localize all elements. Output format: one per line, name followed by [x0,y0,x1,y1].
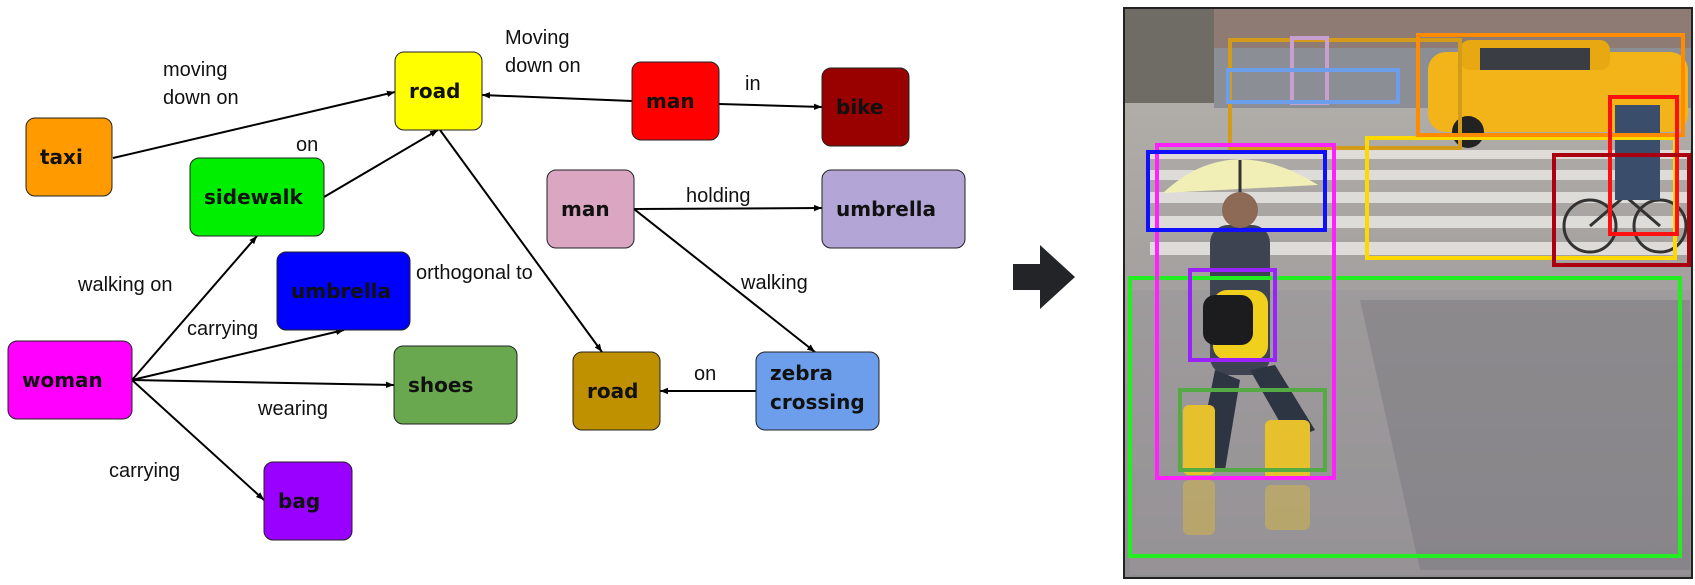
edge-label: down on [163,87,239,109]
edge-arrow-sidewalk-road_top [323,129,439,198]
edge-label: walking [740,272,808,294]
edge-label: carrying [187,318,258,340]
node-label-road_top: road [409,79,460,103]
edge-arrow-road_top-road_bottom [439,129,603,353]
bbox-sidewalk [1128,276,1682,558]
edge-label: on [694,363,716,385]
edge-arrow-man_red-bike [718,103,823,110]
edge-label: moving [163,59,227,81]
node-label-sidewalk: sidewalk [204,185,303,209]
edge-label: walking on [77,274,173,296]
bbox-taxi [1416,33,1685,137]
node-umbrella_blue [276,251,411,331]
edge-label: wearing [257,398,328,420]
edge-arrow-woman-sidewalk [131,235,258,381]
node-label-man_red: man [646,89,695,113]
bbox-woman [1155,143,1336,480]
node-sidewalk [189,157,325,237]
bbox-zebra [1226,68,1400,104]
node-umbrella_purple [821,169,966,249]
node-woman [7,340,133,420]
street-photo [1124,8,1692,578]
node-man_red [631,61,720,141]
edge-label: Moving [505,27,569,49]
edge-label: carrying [109,460,180,482]
node-bag [263,461,353,541]
edge-layer: moving down on on Moving down on in orthogonal… [77,27,823,501]
node-label-man_pink: man [561,197,610,221]
node-zebra [755,351,880,431]
node-taxi [25,117,113,197]
node-bike [821,67,910,147]
bbox-bike [1552,153,1691,267]
node-label-bike: bike [836,95,884,119]
bbox-umbrella_blue [1146,150,1327,232]
bbox-layer [1128,33,1691,558]
node-label-bag: bag [278,489,320,513]
edge-arrow-man_red-road_top [481,92,633,102]
edge-label: down on [505,55,581,77]
node-road_bottom [572,351,661,431]
node-road_top [394,51,483,131]
node-label-woman: woman [22,368,103,392]
node-man_pink [546,169,635,249]
edge-arrow-woman-shoes [131,379,395,389]
node-label-zebra: zebra [770,361,833,385]
edge-label: orthogonal to [416,262,533,284]
bbox-bag [1188,268,1277,362]
node-label-taxi: taxi [40,145,83,169]
right-arrow-icon [1013,245,1075,309]
edge-label: holding [686,185,751,207]
edge-label: in [745,73,761,95]
edge-arrow-taxi-road_top [112,90,396,159]
node-label-umbrella_purple: umbrella [836,197,936,221]
edge-label: on [296,134,318,156]
bbox-man_red [1608,95,1679,236]
node-label-zebra: crossing [770,390,865,414]
bbox-shoes [1178,388,1327,472]
node-shoes [393,345,518,425]
node-label-road_bottom: road [587,379,638,403]
node-layer: taxi road sidewalk man bike man umbrella umbrel… [7,51,966,541]
node-label-shoes: shoes [408,373,473,397]
edge-arrow-woman-umbrella_blue [131,328,345,381]
edge-arrow-woman-bag [131,379,265,501]
node-label-umbrella_blue: umbrella [291,279,391,303]
edge-arrow-man_pink-zebra [633,208,816,353]
edge-arrow-man_pink-umbrella_purple [633,204,823,212]
